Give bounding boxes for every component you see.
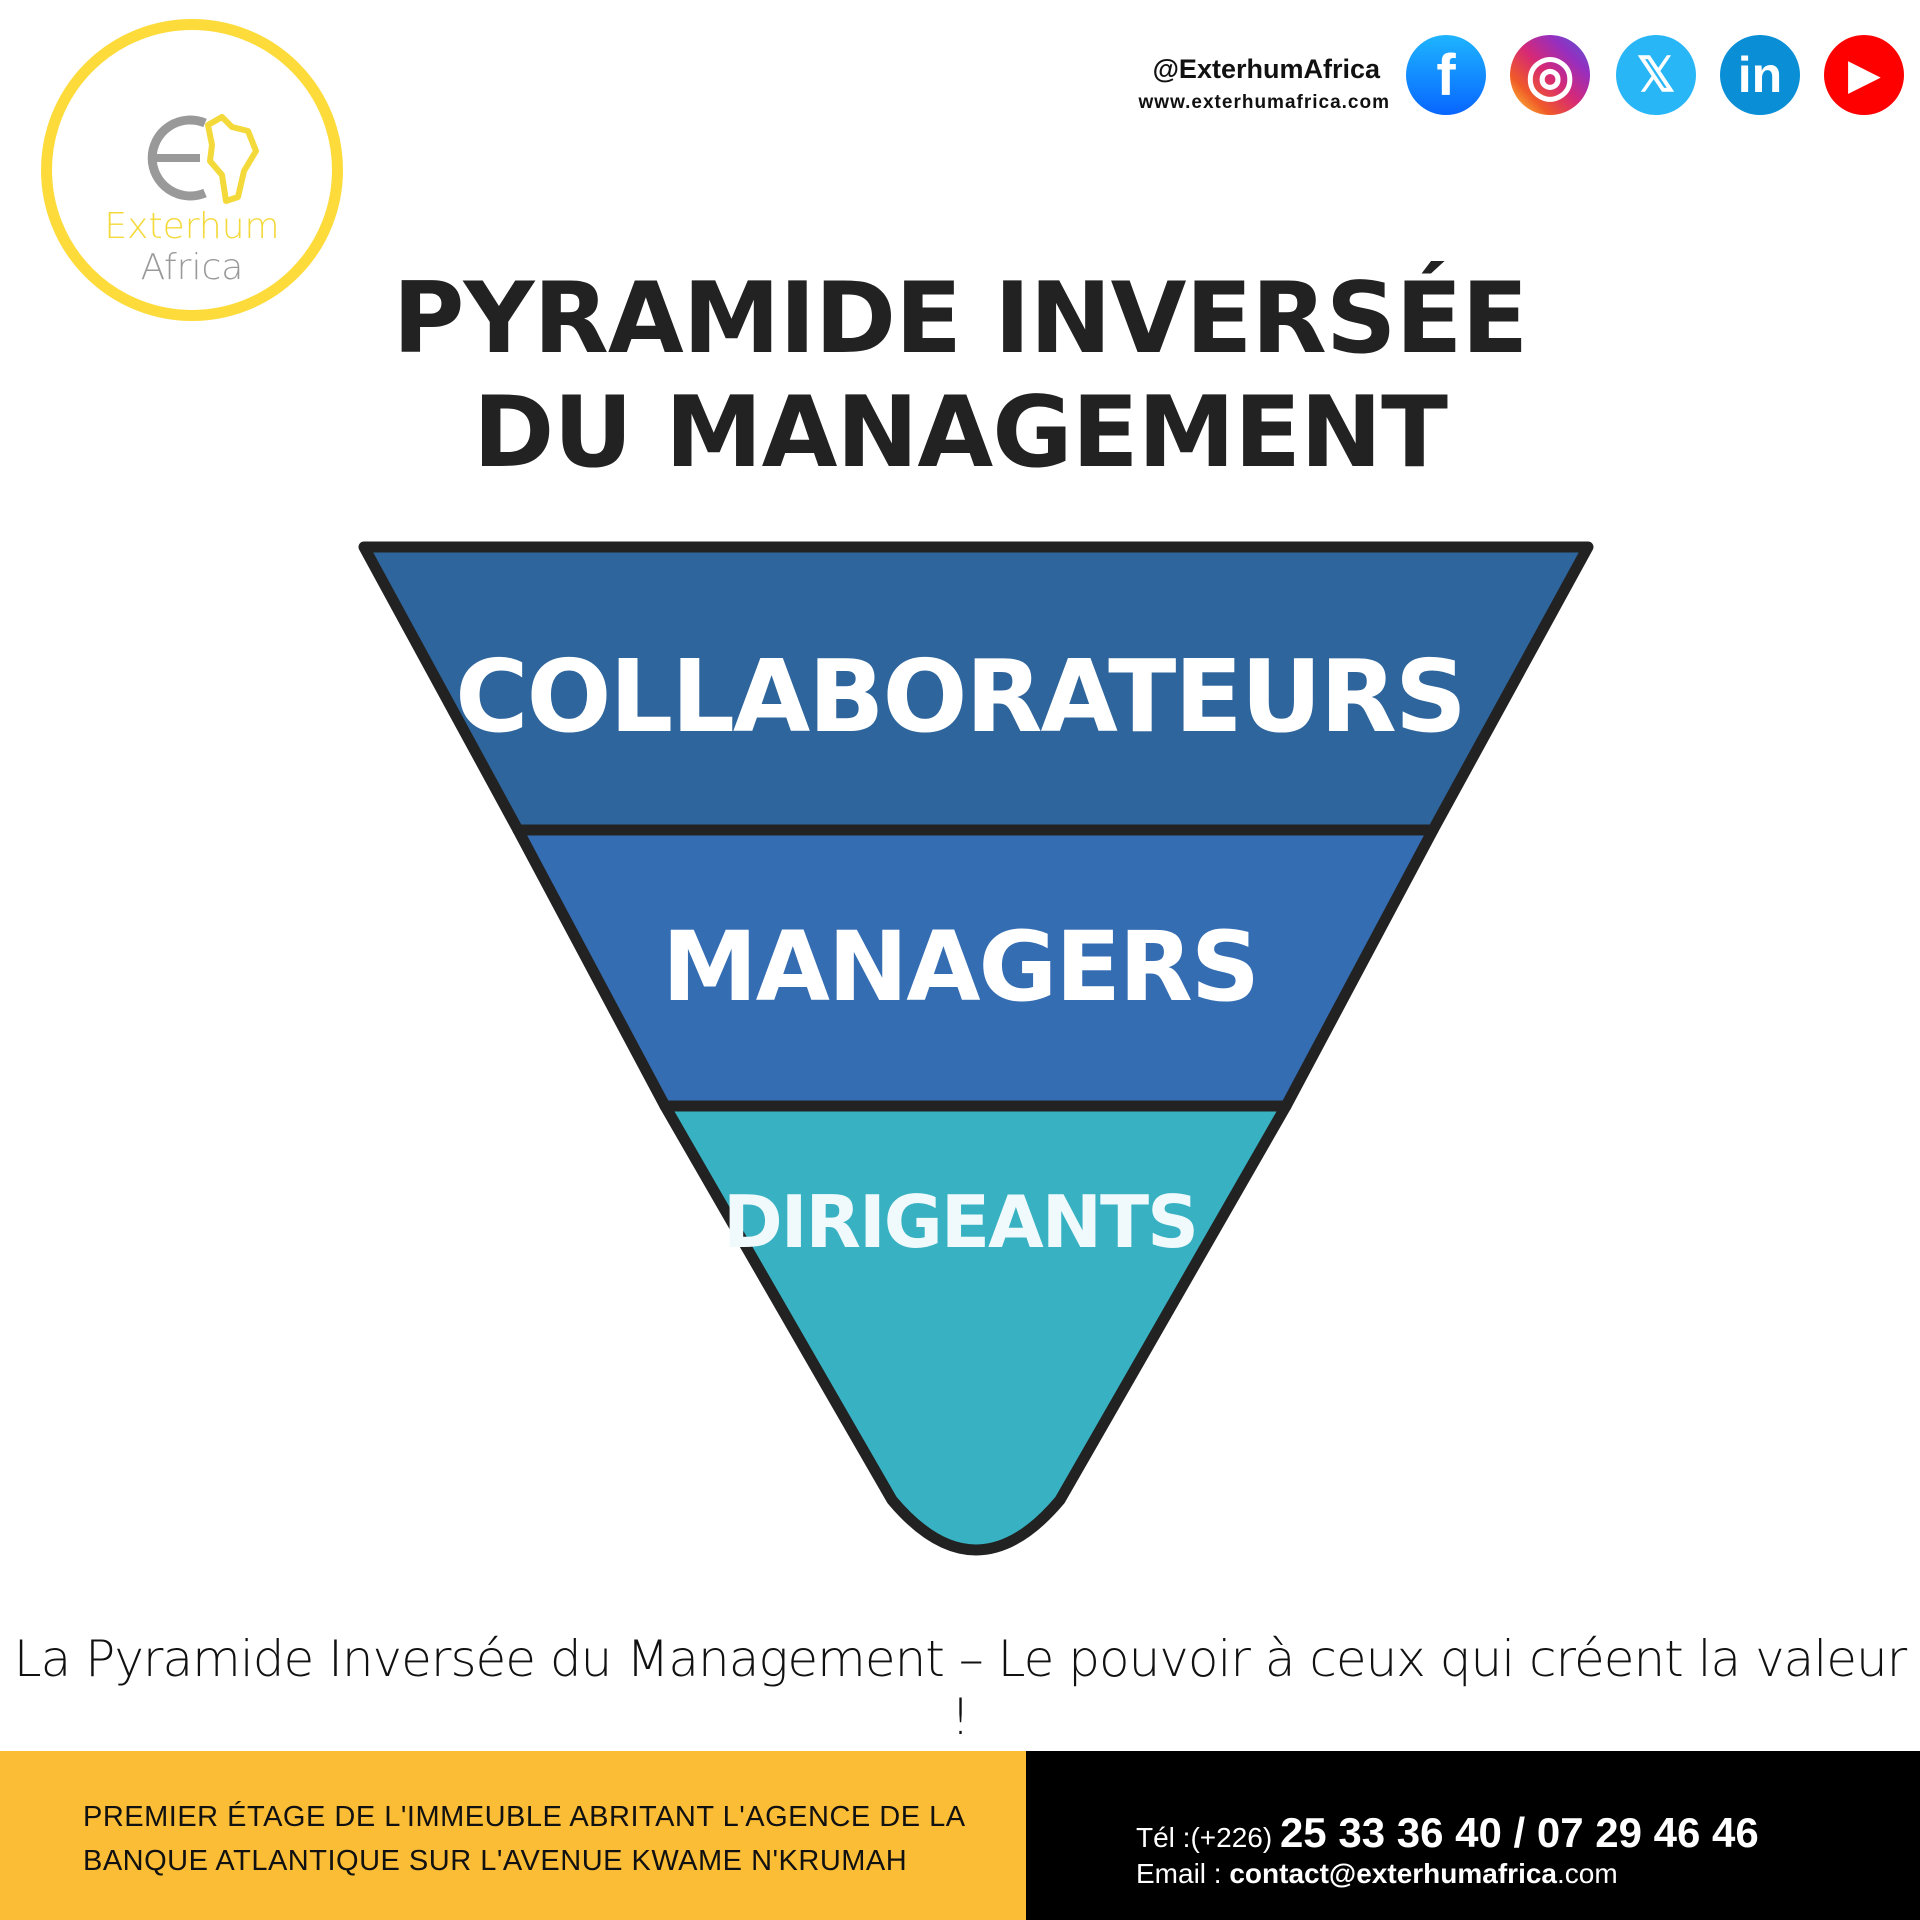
x-icon[interactable]: 𝕏 [1616,35,1696,115]
address-line2: BANQUE ATLANTIQUE SUR L'AVENUE KWAME N'K… [83,1845,908,1877]
label-collaborateurs: COLLABORATEURS [455,638,1467,755]
linkedin-glyph: in [1737,47,1783,103]
facebook-glyph: f [1436,42,1456,108]
logo-mark-icon [147,114,259,204]
linkedin-icon[interactable]: in [1720,35,1800,115]
label-dirigeants: DIRIGEANTS [722,1180,1199,1264]
email-user: contact@exterhumafrica [1229,1858,1557,1889]
email[interactable]: Email : contact@exterhumafrica.com [1136,1858,1618,1890]
phone[interactable]: Tél :(+226) 25 33 36 40 / 07 29 46 46 [1136,1809,1759,1857]
footer-address-panel: PREMIER ÉTAGE DE L'IMMEUBLE ABRITANT L'A… [0,1751,1026,1920]
label-managers: MANAGERS [662,911,1260,1023]
instagram-icon[interactable]: ◎ [1510,35,1590,115]
facebook-icon[interactable]: f [1406,35,1486,115]
social-handle[interactable]: @ExterhumAfrica [1152,54,1380,84]
website-link[interactable]: www.exterhumafrica.com [1138,92,1390,113]
x-glyph: 𝕏 [1636,49,1676,102]
youtube-glyph: ▶ [1848,53,1880,97]
email-label: Email : [1136,1858,1222,1889]
pyramid-level-dirigeants [659,1100,1292,1556]
email-tld: .com [1557,1858,1618,1889]
logo-name-part1: Exterhum [104,206,280,247]
tel-numbers: 25 33 36 40 / 07 29 46 46 [1279,1809,1759,1856]
logo: Exterhum Africa [41,19,343,321]
footer-contact-panel: Tél :(+226) 25 33 36 40 / 07 29 46 46 Em… [1026,1751,1920,1920]
page-title: PYRAMIDE INVERSÉE DU MANAGEMENT [0,262,1920,490]
address: PREMIER ÉTAGE DE L'IMMEUBLE ABRITANT L'A… [83,1795,966,1883]
youtube-icon[interactable]: ▶ [1824,35,1904,115]
title-line1: PYRAMIDE INVERSÉE [392,262,1529,376]
address-line1: PREMIER ÉTAGE DE L'IMMEUBLE ABRITANT L'A… [83,1801,966,1833]
title-line2: DU MANAGEMENT [473,376,1448,490]
tagline: La Pyramide Inversée du Management – Le … [13,1630,1907,1746]
tel-label: Tél :(+226) [1136,1822,1273,1853]
logo-name-part2: Africa [140,247,244,288]
logo-name: Exterhum Africa [52,206,332,288]
instagram-glyph: ◎ [1525,43,1575,106]
